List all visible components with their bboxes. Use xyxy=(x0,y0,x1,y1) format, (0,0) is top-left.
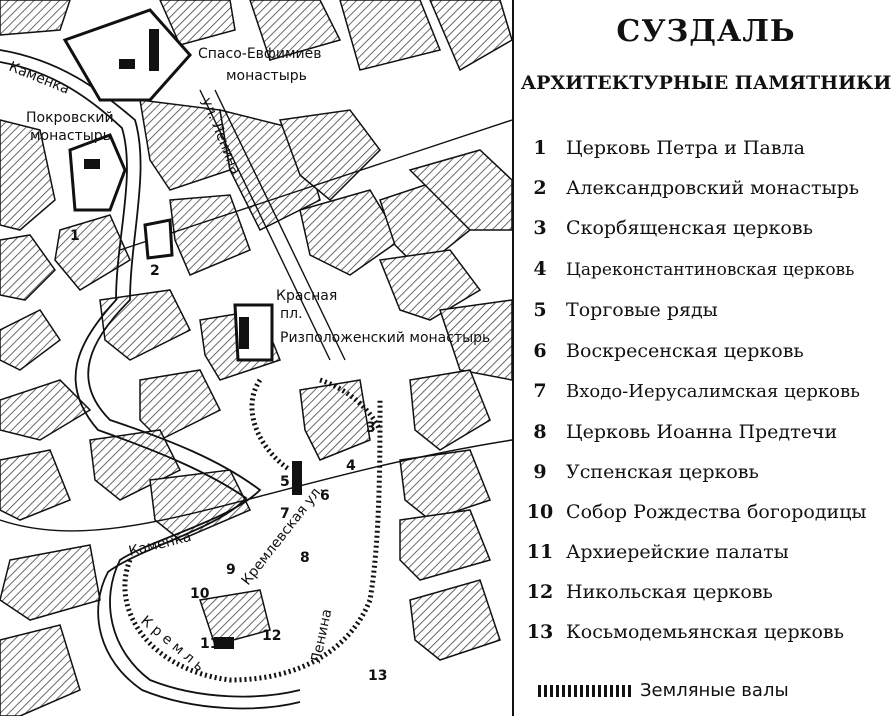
legend-num: 12 xyxy=(526,581,554,603)
label-pokrovsky-monastyr: монастырь xyxy=(30,128,111,144)
label-rizpol: Ризположенский монастырь xyxy=(280,330,490,346)
earth-ramparts xyxy=(122,377,383,683)
legend-item: 6 Воскресенская церковь xyxy=(520,340,804,362)
ramparts-symbol xyxy=(538,685,634,697)
label-spaso: Спасо-Евфимиев xyxy=(198,46,322,62)
legend-num: 5 xyxy=(533,299,547,321)
legend-label: Никольская церковь xyxy=(566,581,773,603)
marker-3: 3 xyxy=(366,420,376,436)
label-kamenka-bottom: Каменка xyxy=(127,529,193,560)
legend-label: Входо-Иерусалимская церковь xyxy=(566,381,860,402)
legend-item: 7 Входо-Иерусалимская церковь xyxy=(520,380,860,402)
marker-9: 9 xyxy=(226,562,236,578)
label-pokrovsky: Покровский xyxy=(26,110,114,126)
legend-item: 1 Церковь Петра и Павла xyxy=(520,137,805,159)
legend-item: 8 Церковь Иоанна Предтечи xyxy=(520,421,837,443)
map-title: СУЗДАЛЬ xyxy=(616,14,796,49)
monument-numbers: 1 2 3 4 5 6 7 8 9 10 11 12 13 xyxy=(70,228,387,684)
legend-item: 5 Торговые ряды xyxy=(520,299,718,321)
legend-label: Церковь Петра и Павла xyxy=(566,137,805,159)
town-map: Спасо-Евфимиев монастырь Каменка Покровс… xyxy=(0,0,512,716)
legend-num: 9 xyxy=(533,461,547,483)
marker-8: 8 xyxy=(300,550,310,566)
legend-item: 4 Цареконстантиновская церковь xyxy=(520,258,854,280)
label-lenina-short: Ленина xyxy=(308,608,335,665)
legend-label: Косьмодемьянская церковь xyxy=(566,621,844,643)
marker-12: 12 xyxy=(262,628,281,644)
legend-label: Цареконстантиновская церковь xyxy=(566,260,855,280)
divider xyxy=(512,0,514,716)
marker-13: 13 xyxy=(368,668,387,684)
marker-4: 4 xyxy=(346,458,356,474)
legend-item: 12 Никольская церковь xyxy=(520,581,773,603)
label-kreml: К р е м л ь xyxy=(137,613,207,675)
marker-7: 7 xyxy=(280,506,290,522)
legend-item: 9 Успенская церковь xyxy=(520,461,759,483)
legend-label: Архиерейские палаты xyxy=(566,541,789,563)
label-krasnaya: Красная xyxy=(276,288,337,304)
legend-num: 4 xyxy=(533,258,547,280)
legend-item: 10 Собор Рождества богородицы xyxy=(520,501,867,523)
legend-label: Воскресенская церковь xyxy=(566,340,804,362)
label-kamenka-top: Каменка xyxy=(7,59,72,98)
marker-6: 6 xyxy=(320,488,330,504)
river-kamenka xyxy=(0,49,301,710)
legend-num: 11 xyxy=(526,541,554,563)
label-pl: пл. xyxy=(280,306,303,322)
legend-num: 10 xyxy=(526,501,554,523)
marker-2: 2 xyxy=(150,263,160,279)
ramparts-legend: Земляные валы xyxy=(538,680,789,701)
legend-label: Успенская церковь xyxy=(566,461,759,483)
city-blocks xyxy=(0,0,512,716)
legend-num: 6 xyxy=(533,340,547,362)
monuments xyxy=(84,29,302,649)
map-subtitle: АРХИТЕКТУРНЫЕ ПАМЯТНИКИ xyxy=(520,72,892,94)
label-spaso-monastyr: монастырь xyxy=(226,68,307,84)
legend-num: 7 xyxy=(533,380,547,402)
legend-label: Александровский монастырь xyxy=(566,177,860,199)
legend-item: 11 Архиерейские палаты xyxy=(520,541,789,563)
streets xyxy=(0,89,512,532)
legend-num: 13 xyxy=(526,621,554,643)
legend-num: 8 xyxy=(533,421,547,443)
marker-11: 11 xyxy=(200,636,219,652)
ramparts-label: Земляные валы xyxy=(640,680,789,701)
legend-panel: СУЗДАЛЬ АРХИТЕКТУРНЫЕ ПАМЯТНИКИ 1 Церков… xyxy=(516,0,896,716)
marker-5: 5 xyxy=(280,474,290,490)
legend-item: 3 Скорбященская церковь xyxy=(520,217,813,239)
marker-10: 10 xyxy=(190,586,210,602)
legend-num: 3 xyxy=(533,217,547,239)
legend-label: Церковь Иоанна Предтечи xyxy=(566,421,838,443)
legend-num: 1 xyxy=(533,137,547,159)
legend-label: Собор Рождества богородицы xyxy=(566,501,867,523)
legend-item: 2 Александровский монастырь xyxy=(520,177,859,199)
legend-label: Торговые ряды xyxy=(566,299,718,321)
legend-num: 2 xyxy=(533,177,547,199)
legend-item: 13 Косьмодемьянская церковь xyxy=(520,621,844,643)
legend-label: Скорбященская церковь xyxy=(566,217,813,239)
marker-1: 1 xyxy=(70,228,80,244)
